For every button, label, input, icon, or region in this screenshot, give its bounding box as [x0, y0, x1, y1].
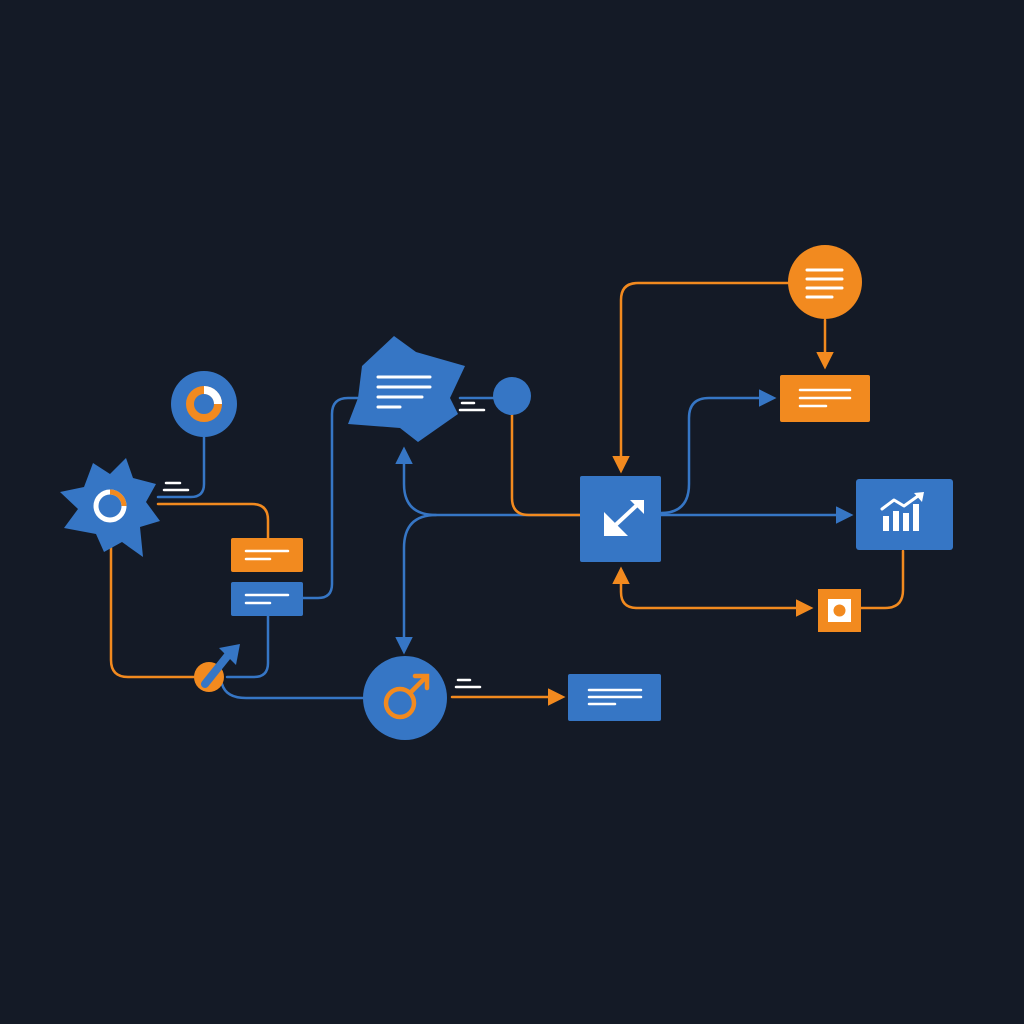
orange-label-card[interactable] [231, 538, 303, 572]
gear-shape [60, 458, 160, 557]
connector-top-circle-expand [612, 281, 790, 474]
connector-gear-arrow-node [109, 544, 198, 679]
dot-node[interactable] [493, 377, 531, 415]
connector-expand-orange-card [659, 389, 777, 515]
central-hub-node[interactable] [363, 656, 447, 740]
text-lines-icon [798, 388, 852, 408]
connector-arrow-node-hub [220, 682, 366, 700]
top-orange-circle [788, 245, 862, 319]
gear-node[interactable] [60, 458, 160, 557]
blue-label-card[interactable] [231, 582, 303, 616]
donut-chart-icon [186, 386, 222, 422]
connector-blue-card-document [301, 396, 364, 600]
orange-card-right[interactable] [780, 375, 870, 422]
small-arrow-node[interactable] [194, 644, 240, 692]
male-symbol-icon [383, 673, 430, 720]
chart-card-node[interactable] [856, 479, 953, 550]
connector-expand-hub [395, 513, 438, 655]
square-dot-icon [828, 599, 851, 622]
dash-glyph-hub [454, 678, 482, 689]
output-card-bottom[interactable] [568, 674, 661, 721]
dash-annotations [162, 401, 486, 689]
text-lines-icon [805, 268, 844, 299]
expand-node[interactable] [580, 476, 661, 562]
connector-gear-orange-card [156, 502, 270, 540]
document-node-shape [348, 336, 465, 442]
document-lines-icon [376, 375, 432, 409]
central-hub-circle [363, 656, 447, 740]
text-lines-icon [244, 549, 290, 561]
bar-chart-trend-icon [880, 492, 924, 531]
text-lines-icon [244, 593, 290, 605]
donut-node[interactable] [171, 371, 237, 437]
connector-expand-square [619, 575, 814, 617]
expand-arrows-icon [604, 500, 644, 536]
orange-label-card-body [231, 538, 303, 572]
arrow-up-right-icon [201, 644, 240, 688]
connector-chart-square [859, 549, 905, 610]
donut-node-circle [171, 371, 237, 437]
dash-glyph-document [458, 401, 486, 412]
connector-layer [109, 281, 905, 706]
small-orange-square-node[interactable] [818, 589, 861, 632]
connector-dot-expand [510, 412, 582, 517]
connector-donut-gear [156, 434, 206, 499]
connector-blue-card-arrow-node [225, 613, 270, 679]
blue-label-card-body [231, 582, 303, 616]
top-orange-circle-node[interactable] [788, 245, 862, 319]
text-lines-icon [587, 688, 643, 706]
dash-glyph-gear [162, 481, 190, 492]
ring-icon [93, 489, 127, 523]
document-node[interactable] [348, 336, 465, 442]
